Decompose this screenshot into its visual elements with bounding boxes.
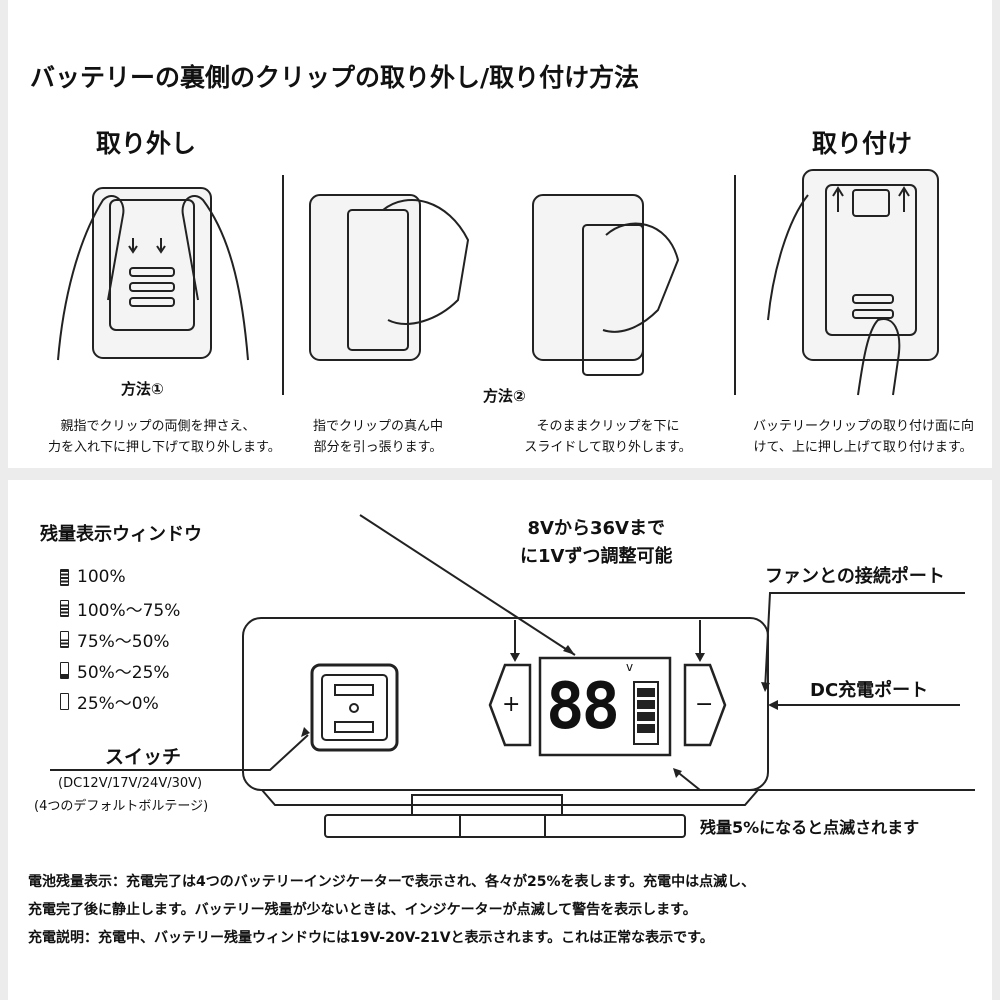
step-4-caption: バッテリークリップの取り付け面に向けて、上に押し上げて取り付けます。 [753,419,975,455]
battery-empty-icon [60,692,69,710]
step-2-caption: 指でクリップの真ん中部分を引っ張ります。 [312,419,443,455]
switch-label: スイッチ [105,746,182,768]
window-label: 残量表示ウィンドウ [40,524,202,545]
display-unit: v [626,660,634,674]
level-100: 100% [60,565,180,589]
step-3-caption: そのままクリップを下にスライドして取り外します。 [524,419,692,455]
switch-default: (4つのデフォルトボルテージ) [34,799,209,814]
level-25: 50%〜25% [60,658,180,683]
battery-full-icon [60,568,69,586]
voltage-adjust-label: 8Vから36Vまでに1Vずつ調整可能 [520,518,673,567]
method-2-label: 方法② [483,387,526,405]
battery-level-legend: 100% 100%〜75% 75%〜50% 50%〜25% 25%〜0% [60,565,180,714]
display-digits: 88 [546,670,620,744]
level-0: 25%〜0% [60,689,180,714]
battery-2-bar-icon [60,630,69,648]
level-50: 75%〜50% [60,627,180,652]
clip-illustrations [57,169,939,396]
battery-3-bar-icon [60,599,69,617]
notes: 電池残量表示：充電完了は4つのバッテリーインジケーターで表示され、各々が25%を… [28,868,755,952]
fan-port-label: ファンとの接続ポート [765,566,945,587]
switch-voltages: (DC12V/17V/24V/30V) [58,776,203,791]
note-line: 充電説明：充電中、バッテリー残量ウィンドウには19V-20V-21Vと表示されま… [28,930,714,946]
note-line: 電池残量表示：充電完了は4つのバッテリーインジケーターで表示され、各々が25%を… [28,874,756,890]
blink-note: 残量5%になると点滅されます [700,818,920,837]
attach-heading: 取り付け [812,129,913,158]
clip-instructions-panel: バッテリーの裏側のクリップの取り外し/取り付け方法 取り外し 取り付け 方法① … [8,0,992,468]
battery-1-bar-icon [60,661,69,679]
note-line: 充電完了後に静止します。バッテリー残量が少ないときは、インジケーターが点滅して警… [28,902,697,918]
page-title: バッテリーの裏側のクリップの取り外し/取り付け方法 [30,63,640,92]
minus-button[interactable]: − [695,692,714,717]
remove-heading: 取り外し [96,129,197,158]
plus-button[interactable]: + [502,692,521,717]
step-1-caption: 親指でクリップの両側を押さえ、力を入れ下に押し下げて取り外します。 [48,419,281,455]
level-75: 100%〜75% [60,596,180,621]
dc-port-label: DC充電ポート [810,680,929,701]
method-1-label: 方法① [121,380,164,398]
